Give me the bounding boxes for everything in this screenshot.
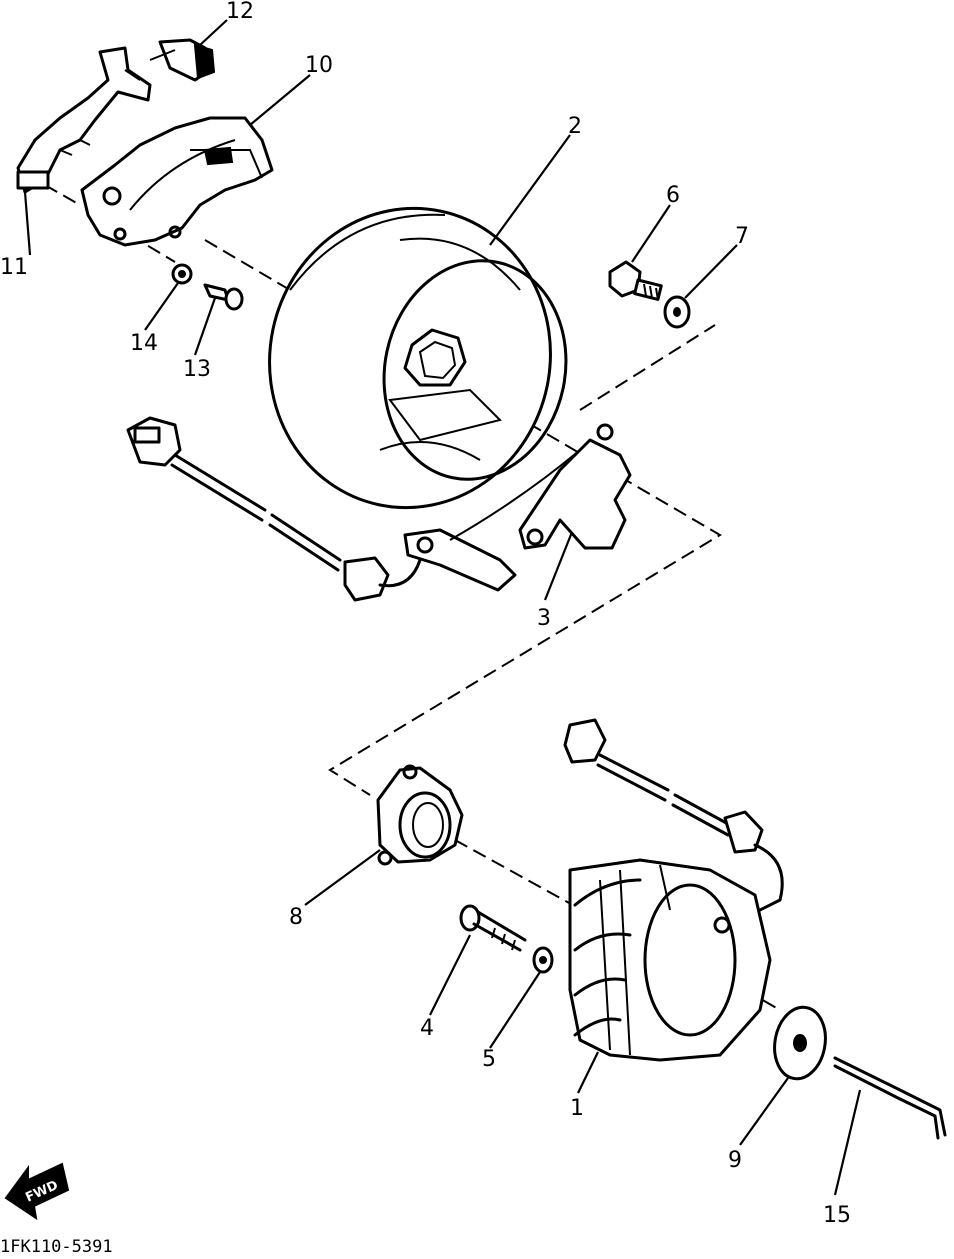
callout-leaders: [23, 19, 862, 1196]
fwd-arrow-icon: FWD: [4, 1162, 70, 1221]
callout-7: 7: [735, 224, 749, 249]
part-1-stator: [563, 718, 784, 1062]
part-7-washer: [663, 295, 691, 329]
callout-13: 13: [183, 357, 211, 382]
callout-11: 11: [0, 255, 28, 280]
part-6-bolt: [608, 260, 663, 301]
part-4-bolt: [459, 904, 527, 952]
callout-5: 5: [482, 1047, 496, 1072]
callout-4: 4: [420, 1016, 434, 1041]
callout-2: 2: [568, 114, 582, 139]
part-12-connector: [149, 38, 216, 82]
part-8-seal-holder: [376, 764, 464, 866]
callout-8: 8: [289, 905, 303, 930]
callout-14: 14: [130, 331, 158, 356]
callout-6: 6: [666, 183, 680, 208]
callout-12: 12: [226, 0, 254, 24]
diagram-code: 1FK110-5391: [0, 1237, 113, 1257]
callout-1: 1: [570, 1096, 584, 1121]
part-10-cover-plate: [80, 116, 274, 247]
callout-9: 9: [728, 1148, 742, 1173]
part-15-clamp: [833, 1056, 947, 1140]
part-11-bracket: [16, 46, 152, 194]
part-14-nut: [171, 263, 193, 285]
part-2-rotor: [268, 206, 568, 510]
callout-labels: 12 10 2 6 7 11 14 13 3 8 4 5 1 9 15: [0, 0, 851, 1228]
part-13-screw: [203, 283, 244, 311]
callout-15: 15: [823, 1203, 851, 1228]
callout-10: 10: [305, 53, 333, 78]
callout-3: 3: [537, 606, 551, 631]
part-5-washer: [532, 946, 554, 974]
part-3-pickup-coil: [126, 416, 632, 602]
part-9-washer: [773, 1005, 827, 1081]
